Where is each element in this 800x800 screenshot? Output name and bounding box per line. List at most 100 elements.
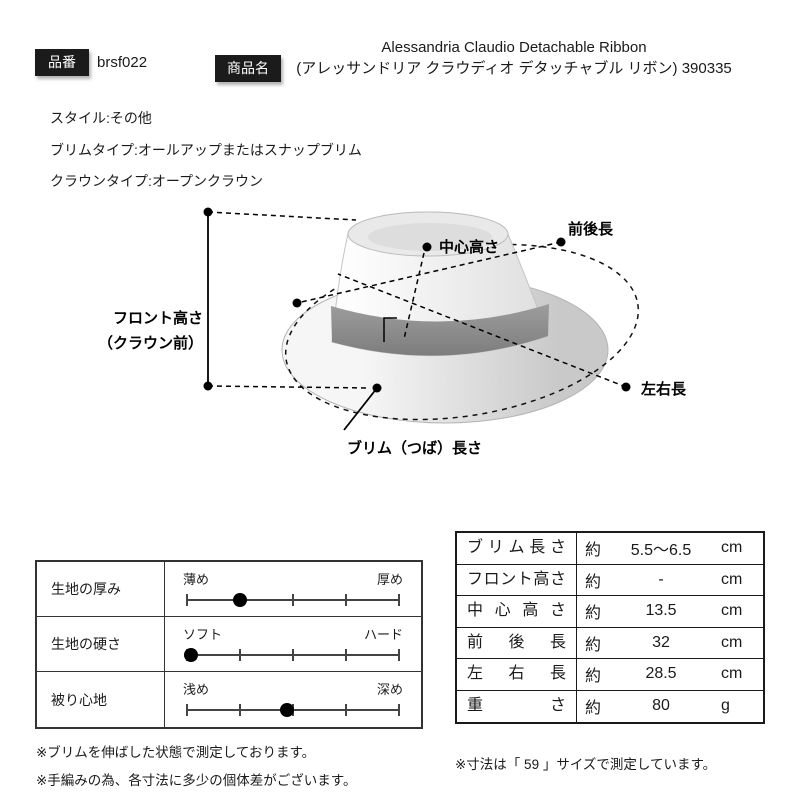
measure-dot [556, 237, 566, 247]
product-name: Alessandria Claudio Detachable Ribbon (ア… [288, 37, 740, 79]
slider-tick [398, 649, 400, 661]
spec-approx: 約 [585, 542, 602, 560]
product-name-line2: (アレッサンドリア クラウディオ デタッチャブル リボン) 390335 [296, 60, 732, 77]
attr-crown-type: クラウンタイプ:オープンクラウン [50, 173, 264, 189]
slider-dot-fit [279, 703, 294, 717]
slider-row-fit: 被り心地 浅め 深め [37, 672, 421, 727]
spec-label: 中心高さ [457, 596, 577, 627]
slider-max-label: ハード [363, 627, 403, 642]
measurement-table: ブリム長さ 約 5.5〜6.5 cm フロント高さ 約 - cm 中心高さ 約 … [455, 531, 765, 724]
slider-track [186, 703, 400, 717]
measure-dot [203, 381, 213, 391]
slider-dot-thickness [233, 593, 247, 607]
note-handmade: ※手編みの為、各寸法に多少の個体差がございます。 [36, 773, 357, 788]
label-left-right-length: 左右長 [640, 380, 687, 398]
spec-label: ブリム長さ [457, 533, 577, 564]
slider-tick [345, 594, 347, 606]
slider-track [184, 648, 400, 662]
spec-value: 28.5 [645, 665, 677, 683]
spec-value: 5.5〜6.5 [630, 542, 692, 560]
spec-unit: cm [721, 602, 743, 620]
spec-unit: cm [721, 665, 743, 683]
slider-min-label: ソフト [183, 627, 223, 642]
hat-illustration [281, 211, 640, 424]
spec-value: - [658, 570, 664, 588]
measure-dot [292, 298, 302, 308]
slider-tick [186, 704, 188, 716]
spec-label: 左右長 [457, 659, 577, 690]
slider-tick [345, 704, 347, 716]
product-name-line1: Alessandria Claudio Detachable Ribbon [381, 39, 647, 56]
attr-style: スタイル:その他 [50, 110, 152, 126]
spec-row-front-back: 前後長 約 32 cm [457, 627, 763, 659]
spec-unit: g [721, 697, 730, 715]
attr-brim-type: ブリムタイプ:オールアップまたはスナップブリム [50, 142, 362, 158]
label-brim-length: ブリム（つば）長さ [347, 439, 482, 457]
hat-crown-inner-shadow [368, 223, 492, 251]
slider-tick [398, 704, 400, 716]
label-front-back-length: 前後長 [568, 220, 614, 238]
spec-approx: 約 [585, 605, 602, 623]
note-brim-measure: ※ブリムを伸ばした状態で測定しております。 [36, 745, 316, 760]
slider-row-thickness: 生地の厚み 薄め 厚め [37, 562, 421, 617]
spec-approx: 約 [585, 636, 602, 654]
spec-unit: cm [721, 633, 743, 651]
measure-dot [621, 382, 631, 392]
item-code-value: brsf022 [97, 54, 148, 71]
measure-dot [372, 383, 382, 393]
right-angle-bracket [383, 317, 397, 342]
measure-dot [203, 207, 213, 217]
spec-unit: cm [721, 570, 743, 588]
hat-band [331, 304, 549, 356]
spec-row-brim-length: ブリム長さ 約 5.5〜6.5 cm [457, 533, 763, 565]
brim-length-pointer [343, 387, 378, 431]
slider-max-label: 深め [376, 682, 403, 697]
spec-row-left-right: 左右長 約 28.5 cm [457, 659, 763, 691]
slider-dot-stiffness [184, 648, 199, 662]
note-size-59: ※寸法は「 59 」サイズで測定しています。 [455, 757, 717, 772]
slider-tick [186, 594, 188, 606]
slider-row-stiffness: 生地の硬さ ソフト ハード [37, 617, 421, 672]
center-height-dash [403, 252, 425, 340]
slider-tick [398, 594, 400, 606]
label-center-height: 中心高さ [439, 238, 499, 256]
spec-approx: 約 [585, 573, 602, 591]
brim-measure-dashed-ellipse [284, 243, 640, 421]
slider-label: 被り心地 [37, 672, 165, 727]
label-front-height-line2: （クラウン前） [98, 334, 203, 352]
spec-row-front-height: フロント高さ 約 - cm [457, 564, 763, 596]
spec-row-center-height: 中心高さ 約 13.5 cm [457, 596, 763, 628]
product-name-tag: 商品名 [215, 55, 281, 82]
left-right-dash [337, 273, 627, 388]
spec-approx: 約 [585, 700, 602, 718]
slider-label: 生地の硬さ [37, 617, 165, 671]
spec-value: 13.5 [645, 602, 677, 620]
front-back-dash [296, 241, 562, 304]
item-code-tag: 品番 [35, 49, 89, 76]
slider-track [186, 593, 400, 607]
spec-unit: cm [721, 539, 743, 557]
hat-measurement-diagram: 中心高さ 前後長 フロント高さ （クラウン前） 左右長 ブリム（つば）長さ [98, 207, 687, 457]
spec-approx: 約 [585, 668, 602, 686]
measurement-dots [203, 207, 631, 393]
slider-tick [345, 649, 347, 661]
slider-label: 生地の厚み [37, 562, 165, 616]
slider-tick [239, 649, 241, 661]
measure-dot [422, 242, 432, 252]
spec-label: 前後長 [457, 627, 577, 658]
label-front-height-line1: フロント高さ [113, 309, 203, 327]
spec-label: フロント高さ [457, 564, 577, 595]
front-height-top-dash [207, 211, 357, 221]
slider-tick [292, 649, 294, 661]
spec-label: 重さ [457, 690, 577, 722]
measurement-marks [207, 211, 627, 431]
spec-row-weight: 重さ 約 80 g [457, 690, 763, 722]
slider-tick [239, 704, 241, 716]
spec-value: 32 [652, 633, 670, 651]
fabric-property-table: 生地の厚み 薄め 厚め 生地の硬さ ソフト ハード [35, 560, 423, 729]
slider-max-label: 厚め [376, 572, 403, 587]
slider-min-label: 薄め [183, 572, 210, 587]
slider-min-label: 浅め [183, 682, 210, 697]
slider-tick [292, 594, 294, 606]
